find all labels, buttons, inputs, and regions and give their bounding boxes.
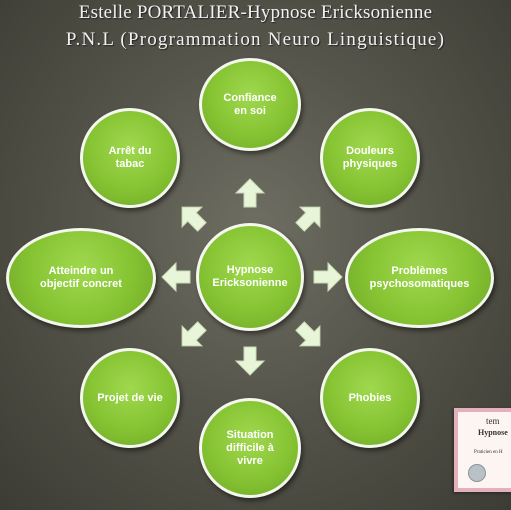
certificate-line2: Hypnose — [478, 428, 508, 437]
node-problemes: Problèmes psychosomatiques — [345, 228, 494, 328]
node-projet: Projet de vie — [80, 348, 180, 448]
node-douleurs: Douleurs physiques — [320, 108, 420, 208]
certificate-line3: Praticien en H — [474, 450, 503, 455]
arrow-up-icon — [234, 177, 266, 209]
node-label: Phobies — [348, 391, 392, 404]
node-label: Arrêt du — [108, 145, 152, 157]
node-label: psychosomatiques — [369, 278, 470, 290]
certificate-line1: tem — [486, 416, 500, 426]
arrow-up-right-icon — [287, 194, 332, 239]
node-label: Atteindre un — [48, 265, 114, 277]
node-label: Situation — [226, 428, 274, 441]
node-label: Problèmes — [391, 265, 448, 277]
certificate-thumbnail: tem Hypnose Praticien en H — [454, 408, 511, 492]
seal-icon — [468, 464, 486, 482]
node-label: tabac — [115, 158, 145, 170]
node-label: vivre — [237, 454, 263, 467]
page-title: Estelle PORTALIER-Hypnose Ericksonienne — [78, 2, 433, 23]
node-phobies: Phobies — [320, 348, 420, 448]
page-subtitle: P.N.L (Programmation Neuro Linguistique) — [65, 29, 446, 50]
center-line1: Hypnose — [226, 264, 274, 276]
center-node-hypnose: Hypnose Ericksonienne — [196, 223, 304, 331]
arrow-up-left-icon — [169, 194, 214, 239]
arrow-right-icon — [312, 261, 344, 293]
node-label: Confiance — [223, 91, 277, 104]
node-label: en soi — [234, 104, 266, 117]
arrow-down-right-icon — [287, 313, 332, 358]
node-label: objectif concret — [40, 278, 122, 290]
node-confiance: Confiance en soi — [199, 58, 301, 151]
arrow-down-icon — [234, 345, 266, 377]
arrow-left-icon — [160, 261, 192, 293]
node-label: Projet de vie — [97, 391, 163, 404]
node-label: Douleurs — [346, 145, 394, 157]
center-line2: Ericksonienne — [212, 277, 288, 289]
node-label: difficile à — [226, 441, 274, 454]
node-tabac: Arrêt du tabac — [80, 108, 180, 208]
node-label: physiques — [342, 158, 398, 170]
arrow-down-left-icon — [169, 313, 214, 358]
node-objectif: Atteindre un objectif concret — [6, 228, 156, 328]
node-situation: Situation difficile à vivre — [199, 398, 301, 498]
